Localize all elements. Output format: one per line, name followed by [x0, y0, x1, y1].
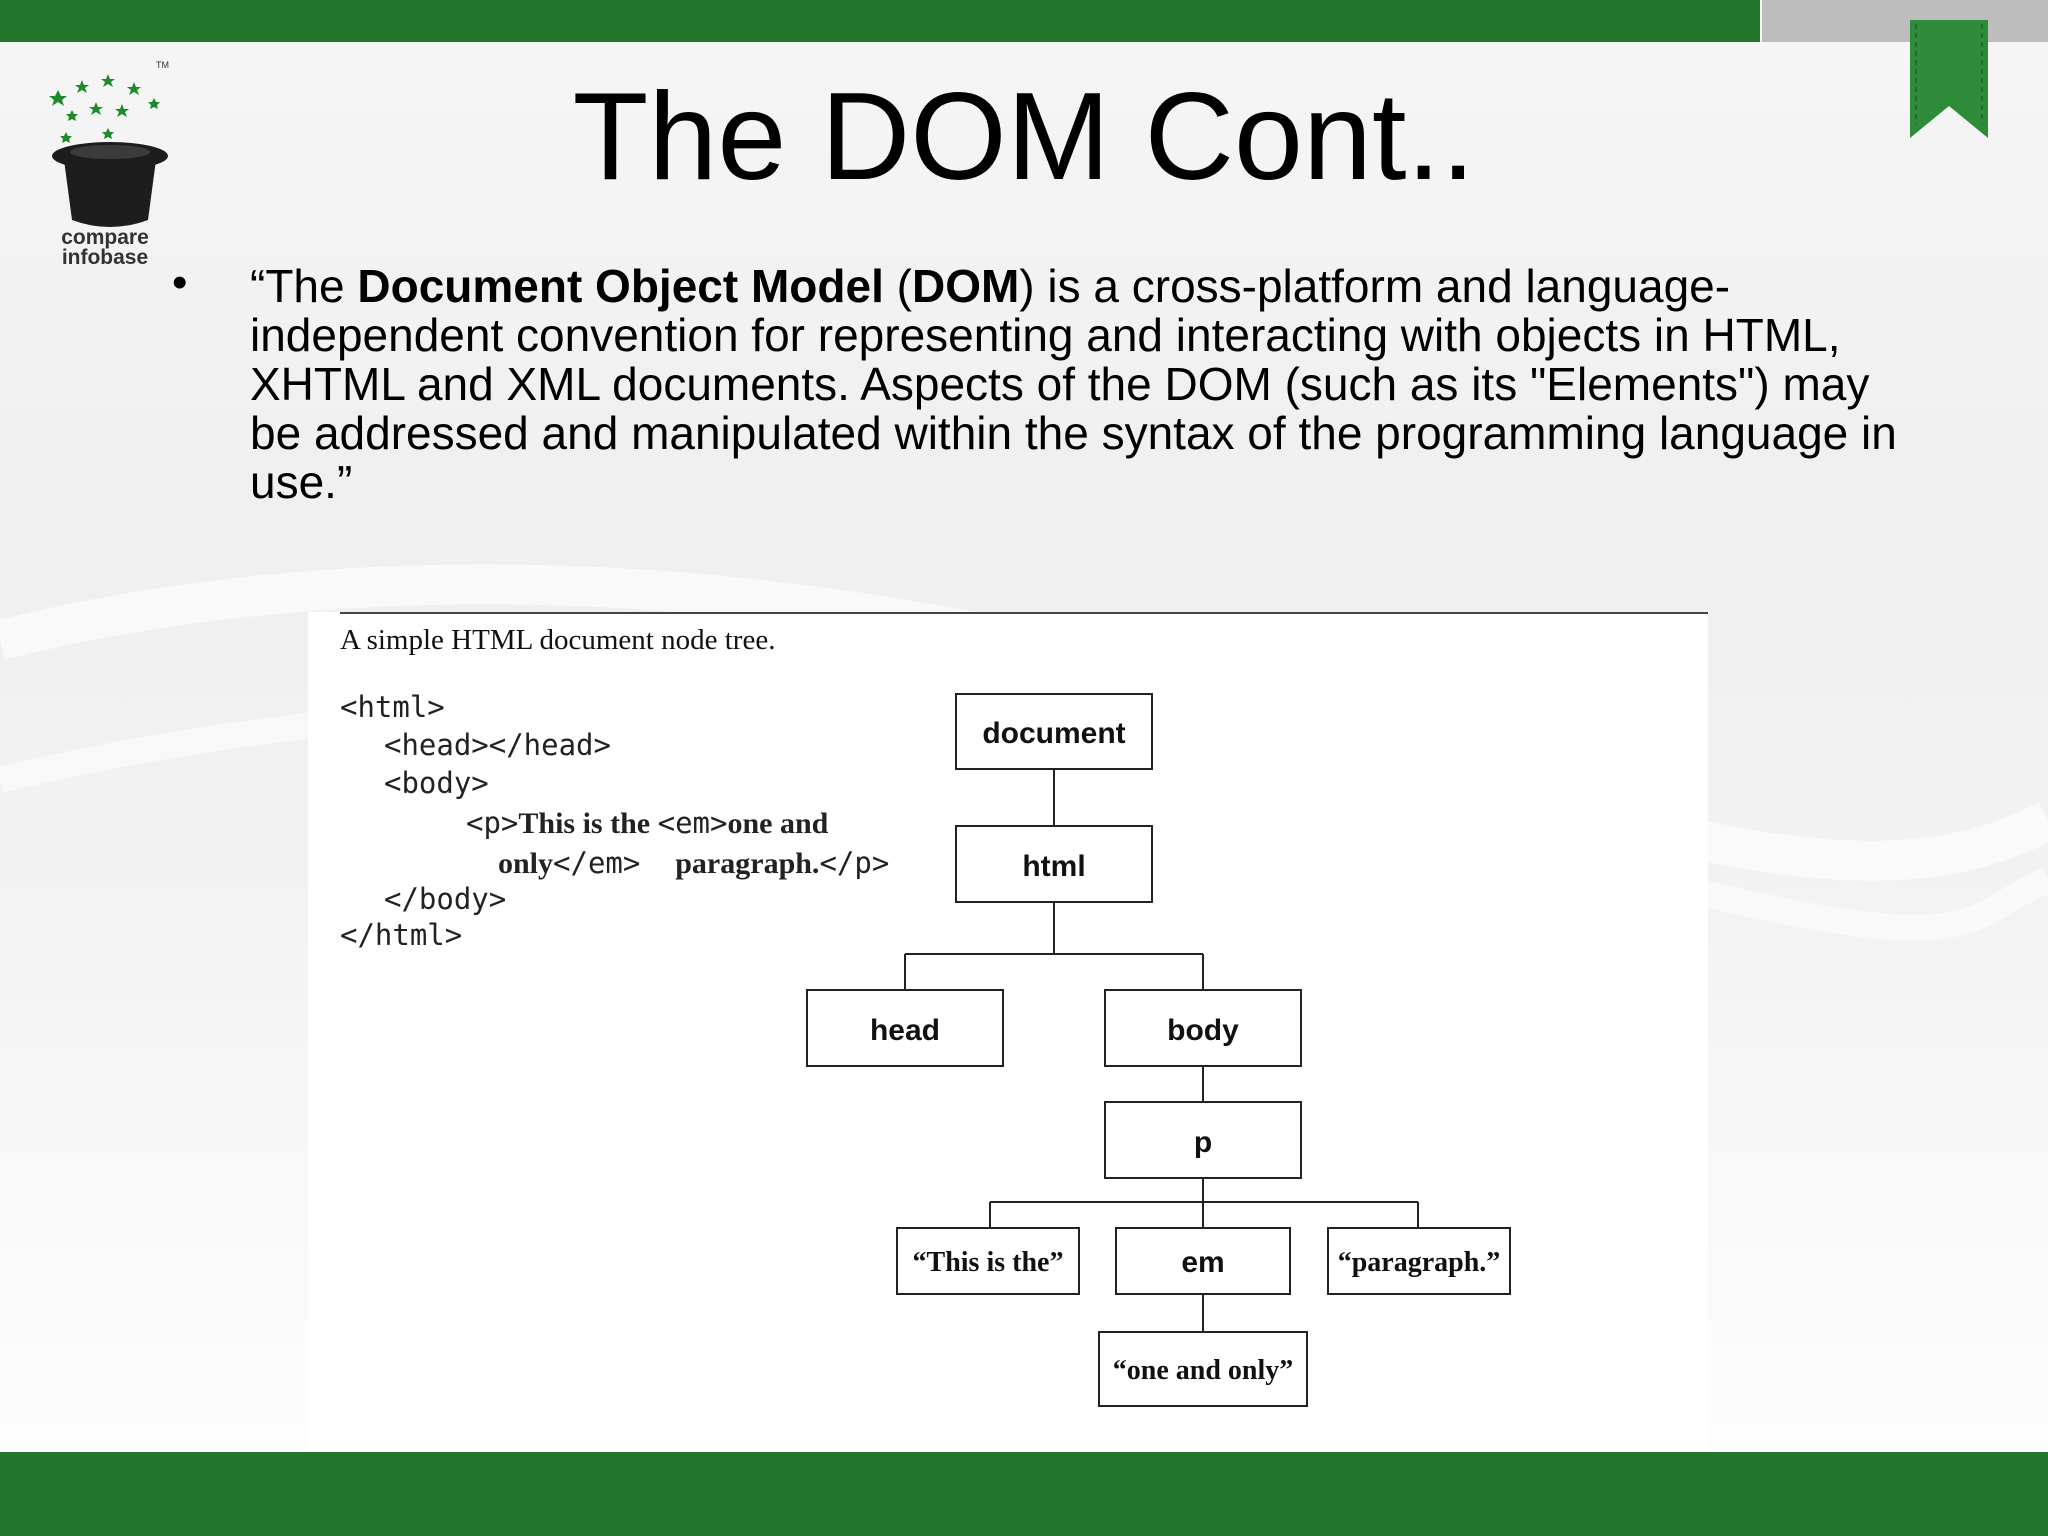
node-html: html [1022, 850, 1085, 883]
node-text-this-is-the: “This is the” [913, 1247, 1064, 1278]
trademark-mark: TM [156, 60, 169, 70]
code-line-p-open: <p>This is the <em>one and [466, 806, 828, 841]
node-box-text-paragraph [1327, 1227, 1511, 1295]
quote-open: “The [250, 260, 358, 312]
logo-wordmark: compare infobase [38, 226, 172, 269]
node-head: head [870, 1014, 940, 1047]
code-text-3: only [498, 847, 554, 880]
node-box-p [1104, 1101, 1302, 1179]
bullet-paragraph: “The Document Object Model (DOM) is a cr… [250, 262, 1930, 507]
node-em: em [1181, 1246, 1224, 1279]
top-grey-tab [1762, 0, 2048, 42]
figure-caption: A simple HTML document node tree. [340, 624, 776, 656]
node-box-document [955, 693, 1153, 770]
node-box-em [1115, 1227, 1291, 1295]
node-text-paragraph: “paragraph.” [1338, 1247, 1501, 1278]
code-p-close-tag: </p> [819, 846, 890, 880]
node-box-head [806, 989, 1004, 1067]
code-line-body-open: <body> [384, 766, 489, 800]
node-box-body [1104, 989, 1302, 1067]
code-line-html-close: </html> [340, 918, 463, 952]
code-line-head: <head></head> [384, 728, 611, 762]
code-text-1: This is the [518, 807, 658, 840]
definition-text: ) is a cross-platform and language-indep… [250, 260, 1897, 508]
code-text-4: paragraph. [675, 847, 820, 880]
node-tree-diagram: document html head body p “This is the” … [806, 693, 1511, 1407]
node-p: p [1194, 1126, 1212, 1159]
node-body: body [1167, 1014, 1239, 1047]
logo-line-1: compare [61, 226, 149, 249]
dom-term: Document Object Model [357, 260, 884, 312]
node-box-html [955, 825, 1153, 903]
node-box-text-one-and-only [1098, 1331, 1308, 1407]
node-box-text-this-is-the [896, 1227, 1080, 1295]
code-text-2: one and [727, 807, 829, 840]
code-line-p-close: only</em> paragraph.</p> [498, 846, 889, 881]
node-text-one-and-only: “one and only” [1113, 1355, 1294, 1386]
logo-line-2: infobase [61, 246, 149, 269]
figure-top-rule [340, 612, 1708, 614]
code-em-tag: <em> [657, 806, 728, 840]
code-line-html-open: <html> [340, 690, 445, 724]
paren-open: ( [883, 260, 912, 312]
dom-abbr: DOM [911, 260, 1020, 312]
code-p-tag: <p> [466, 806, 519, 840]
code-line-body-close: </body> [384, 882, 507, 916]
node-document: document [982, 717, 1125, 750]
bottom-accent-bar [0, 1452, 2048, 1536]
bullet-marker: • [172, 258, 188, 307]
compare-infobase-logo: TM [49, 60, 169, 227]
code-em-close-tag: </em> [553, 846, 676, 880]
dom-tree-figure: A simple HTML document node tree. <html>… [308, 612, 1708, 1452]
bookmark-icon [1910, 20, 1988, 138]
top-accent-bar [0, 0, 1760, 42]
slide-title: The DOM Cont.. [572, 68, 1476, 206]
